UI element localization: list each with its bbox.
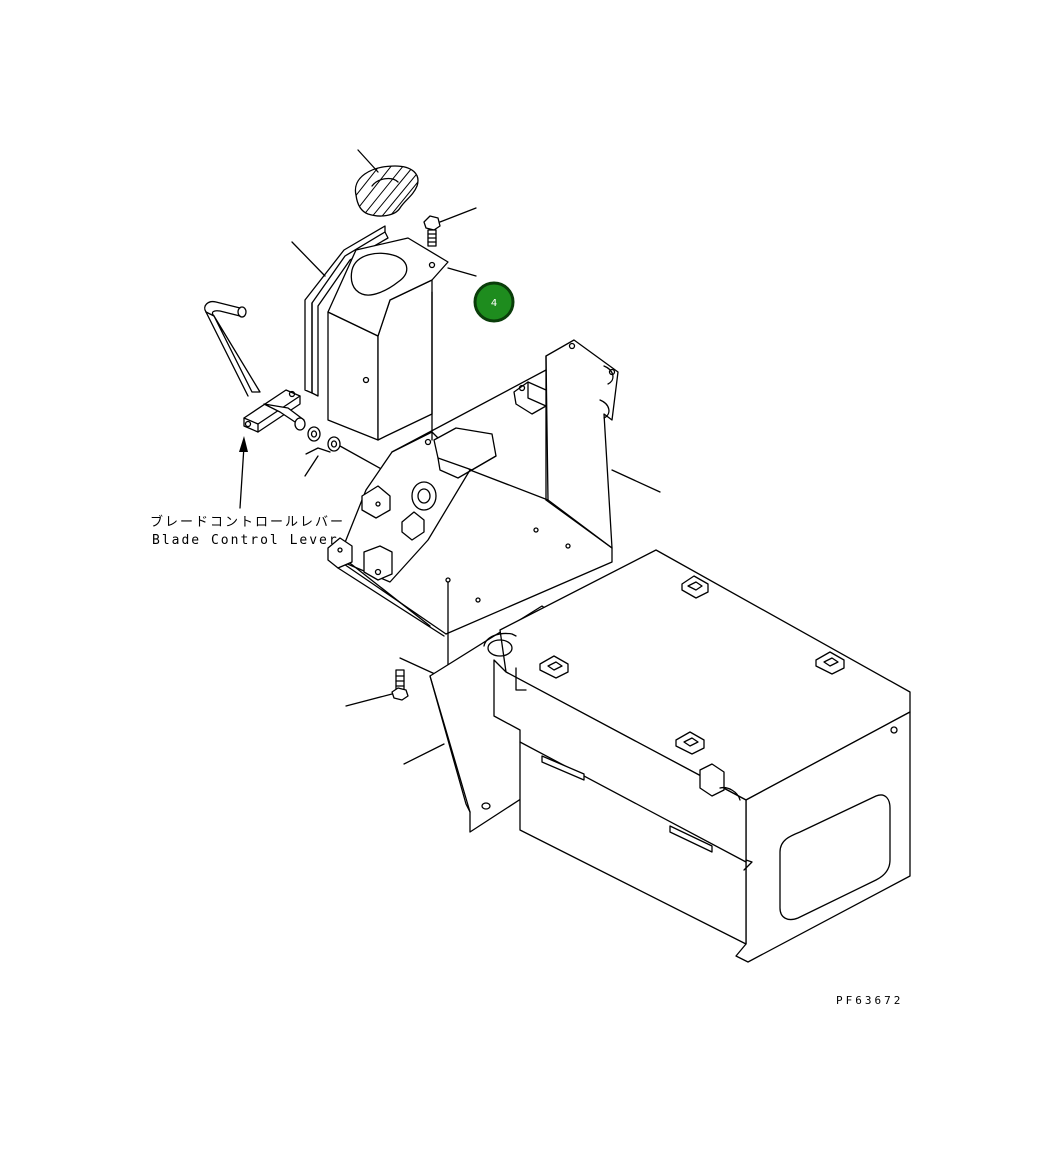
- bolt-top: [423, 207, 477, 247]
- callout-4[interactable]: 4: [473, 281, 515, 323]
- lever-pointer-arrow: [239, 436, 248, 509]
- seal-strips: [291, 225, 389, 397]
- lower-cover: [403, 549, 911, 963]
- drawing-code: PF63672: [836, 994, 903, 1007]
- console-frame: [327, 291, 661, 681]
- lever-cover: [327, 237, 477, 441]
- lever-rod: [204, 300, 306, 433]
- label-english: Blade Control Lever: [152, 533, 339, 548]
- blade-control-lever-label: ブレードコントロールレバー Blade Control Lever: [150, 514, 345, 548]
- knob: [354, 149, 419, 217]
- callout-number: 4: [491, 298, 497, 309]
- label-japanese: ブレードコントロールレバー: [150, 514, 345, 530]
